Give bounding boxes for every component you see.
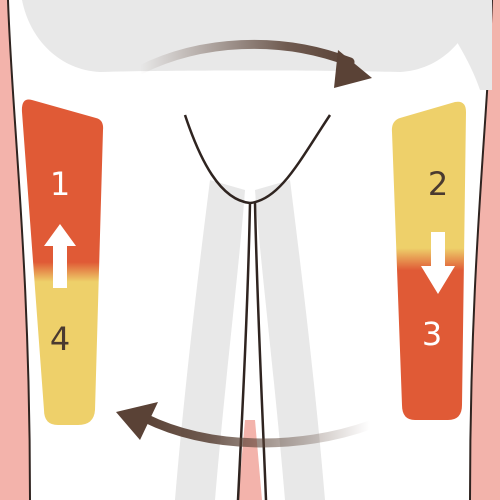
curved-arrow-left-icon (116, 402, 375, 448)
step-label-4: 4 (50, 320, 70, 358)
arrow-up-icon (44, 224, 76, 288)
right-massage-zone (391, 101, 466, 420)
left-leg-outline (7, 0, 31, 500)
inner-shading-right (255, 180, 325, 500)
inner-leg-line-right (253, 202, 268, 500)
inner-shading-left (175, 180, 245, 500)
step-label-1: 1 (50, 165, 70, 203)
step-label-3: 3 (422, 315, 442, 353)
step-label-2: 2 (428, 165, 448, 203)
arrow-down-icon (421, 232, 455, 294)
curved-arrow-right-icon (135, 39, 372, 88)
upper-shading (22, 0, 478, 72)
right-top-shading (430, 0, 492, 90)
inner-leg-line-left (236, 202, 252, 500)
